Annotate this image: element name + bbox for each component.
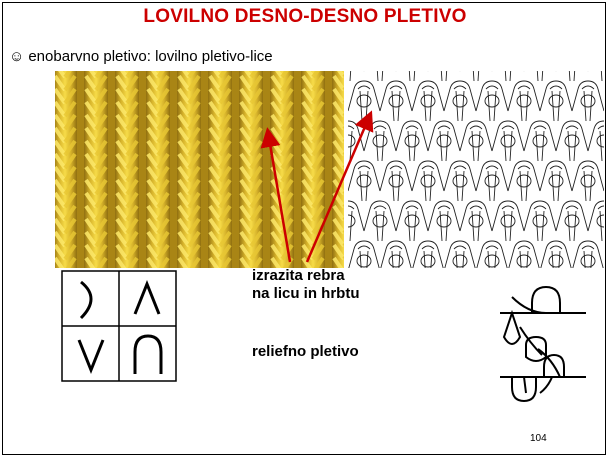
v-symbol: [77, 339, 105, 375]
ribs-annotation: izrazita rebra na licu in hrbtu: [252, 267, 360, 303]
ribs-annotation-line2: na licu in hrbtu: [252, 285, 360, 302]
relief-annotation: reliefno pletivo: [252, 343, 359, 360]
stitch-symbol-grid: [61, 270, 177, 387]
slide: LOVILNO DESNO-DESNO PLETIVO ☺enobarvno p…: [2, 2, 606, 455]
caret-up-symbol: [133, 279, 161, 315]
knit-structure-diagram: [348, 71, 604, 268]
slide-title: LOVILNO DESNO-DESNO PLETIVO: [143, 6, 467, 27]
closing-bracket-symbol: [79, 280, 93, 320]
ribs-annotation-line1: izrazita rebra: [252, 267, 345, 284]
arch-symbol: [133, 334, 163, 374]
smiley-icon: ☺: [9, 48, 25, 65]
knitted-fabric-photo: [55, 71, 344, 268]
needle-notation-diagram: [498, 283, 588, 428]
page-number: 104: [530, 433, 547, 444]
subtitle-text: enobarvno pletivo: lovilno pletivo-lice: [28, 48, 273, 65]
subtitle: ☺enobarvno pletivo: lovilno pletivo-lice: [9, 48, 273, 65]
